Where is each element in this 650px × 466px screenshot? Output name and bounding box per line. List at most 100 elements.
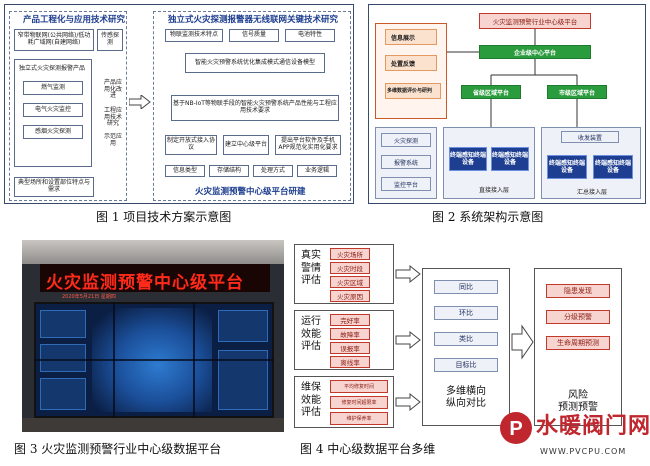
- fig2-left-item-2-label: 处置反馈: [391, 61, 416, 68]
- fig1-top-title: 独立式火灾探测报警器无线联网关键技术研究: [168, 15, 339, 25]
- fig1-left-title: 产品工程化与应用技术研究: [23, 15, 126, 25]
- fig4-compare-panel: [422, 268, 510, 426]
- fig3-ceiling: [22, 240, 284, 264]
- fig4-compare-item: 类比: [434, 332, 498, 346]
- fig4-group-item: 火灾区域: [330, 276, 370, 288]
- fig2-lower-left-1: 火灾探测: [381, 133, 431, 147]
- fig1-bottom-row2-2: 存储结构: [209, 165, 249, 177]
- fig4-arrow-to-risk: [511, 324, 534, 360]
- fig4-group-frame: [294, 244, 394, 304]
- fig1-bottom-title: 火灾监测预警中心级平台研建: [195, 187, 306, 197]
- fig2-aggregate-layer: 汇总接入层: [577, 189, 608, 196]
- fig2-aggregate-device-1: 终端感知终端设备: [547, 155, 587, 179]
- fig4-compare-item: 环比: [434, 306, 498, 320]
- fig1-left-item-2: 电气火灾监控: [23, 103, 83, 117]
- fig4-group-item: 维护保养率: [330, 412, 388, 425]
- fig4-risk-item: 分级预警: [546, 310, 610, 324]
- fig2-connectors: [447, 29, 578, 127]
- fig1-top-row-2: 信号质量: [229, 29, 279, 42]
- fig2-caption: 图 2 系统架构示意图: [432, 210, 544, 224]
- fig4-risk-item: 隐患发现: [546, 284, 610, 298]
- fig2-direct-device-1: 终端感知终端设备: [449, 147, 487, 171]
- fig4-group-item: 误报率: [330, 342, 370, 354]
- fig2-top-platform: 火灾监测预警行业中心级平台: [479, 13, 591, 29]
- fig2-left-item-1-label: 信息展示: [391, 35, 416, 42]
- watermark-logo-icon: P: [500, 412, 532, 444]
- fig2-left-item-1: [385, 29, 437, 45]
- fig1-caption: 图 1 项目技术方案示意图: [96, 210, 232, 224]
- fig2-city-platform: 市级区域平台: [547, 85, 607, 99]
- fig1-mid-item-1: 产品应用化改进: [101, 77, 125, 103]
- fig1-bottom-row2-1: 信息类型: [165, 165, 205, 177]
- fig1-mid-item-2: 工程应用技术研究: [101, 105, 125, 131]
- fig1-bottom-row-2: 建立中心级平台: [223, 135, 269, 155]
- fig1-product-group: [14, 59, 92, 167]
- fig1-left-panel: [9, 11, 127, 201]
- fig2-left-item-2: [385, 55, 437, 71]
- fig4-group-title: 运行 效能 评估: [301, 316, 321, 352]
- figure-3-photo: 火灾监测预警中心级平台 2020年5月21日 星期四: [22, 240, 284, 432]
- fig4-caption: 图 4 中心级数据平台多维: [300, 442, 436, 456]
- fig4-group-item: 火灾原因: [330, 290, 370, 302]
- fig1-sensing-box: 传感探测: [97, 29, 123, 51]
- fig2-left-item-3-label: 多维数据评价与研判: [387, 88, 433, 94]
- fig1-model-box: 智能火灾预警系统优化集成模式通信设备模型: [185, 53, 325, 73]
- fig3-desk: [22, 418, 284, 432]
- fig3-panel-left-mid: [40, 344, 86, 372]
- fig1-bottom-row-1: 制定开放式接入协议: [165, 135, 217, 155]
- fig1-product-label: 独立式火灾探测报警产品: [19, 65, 86, 72]
- fig2-direct-device-2: 终端感知终端设备: [491, 147, 529, 171]
- fig4-arrow: [395, 330, 421, 350]
- fig1-bottom-row2-4: 业务逻辑: [297, 165, 337, 177]
- fig4-group-item: 平均修复时间: [330, 380, 388, 393]
- fig4-compare-item: 目标比: [434, 358, 498, 372]
- fig4-group-title: 维保 效能 评估: [301, 382, 321, 418]
- fig1-arrow: [129, 95, 151, 109]
- fig4-arrows: [395, 264, 534, 412]
- fig3-clock-text: 2020年5月21日 星期四: [62, 294, 116, 300]
- fig1-top-row-1: 物联监测技术特点: [165, 29, 223, 42]
- fig2-provincial-platform: 省级区域平台: [461, 85, 521, 99]
- fig4-group-item: 离线率: [330, 356, 370, 368]
- fig4-group-item: 火灾场所: [330, 248, 370, 260]
- fig4-group-title: 真实 警情 评估: [301, 250, 321, 286]
- fig3-led-banner: [40, 264, 270, 292]
- fig2-lower-left-2: 报警系统: [381, 155, 431, 169]
- fig4-group-item: 修复时间超限率: [330, 396, 388, 409]
- fig4-risk-title: 风险 预测预警: [558, 390, 598, 413]
- fig2-collector: 收发装置: [561, 131, 619, 143]
- fig1-mid-item-3: 示范应用: [101, 133, 125, 149]
- figure-2-architecture: 火灾监测预警行业中心级平台 信息展示 处置反馈 多维数据评价与研判 企业级中心平…: [368, 4, 646, 204]
- figure-1-project-scheme: 产品工程化与应用技术研究 窄带物联网(公共网络)/低功耗广域网(自建网络) 传感…: [4, 4, 354, 204]
- fig4-group-frame: [294, 376, 394, 428]
- fig1-network-box: 窄带物联网(公共网络)/低功耗广域网(自建网络): [14, 29, 94, 51]
- fig1-site-box: 典型场所和设置部位特点与需求: [14, 177, 94, 197]
- watermark-text-cn: 水暖阀门网: [536, 414, 650, 439]
- watermark-letter: P: [509, 418, 522, 440]
- fig2-aggregate-device-2: 终端感知终端设备: [593, 155, 633, 179]
- figure-4-comparison: 真实 警情 评估火灾场所火灾时段火灾区域火灾原因运行 效能 评估完好率故障率误报…: [290, 240, 646, 436]
- fig4-compare-title: 多维横向 纵向对比: [446, 386, 486, 409]
- fig1-right-panel: [153, 11, 351, 201]
- fig2-left-item-3: [385, 83, 441, 99]
- fig2-lower-left-3: 监控平台: [381, 177, 431, 191]
- fig3-panel-right-top: [218, 310, 268, 342]
- fig1-bottom-row2-3: 处理方式: [253, 165, 293, 177]
- fig3-panel-left-bot: [40, 378, 86, 410]
- fig2-direct-layer: 直接接入层: [479, 187, 510, 194]
- fig4-group-item: 完好率: [330, 314, 370, 326]
- fig4-arrow: [395, 264, 421, 284]
- fig2-enterprise-platform: 企业级中心平台: [479, 45, 591, 59]
- fig3-banner-text: 火灾监测预警中心级平台: [46, 273, 244, 293]
- fig1-center-box: 基于NB-IoT等物联手段的智能火灾预警系统产品性能与工程应用技术要求: [171, 95, 339, 121]
- fig4-arrow: [395, 392, 421, 412]
- fig3-panel-left-top: [40, 310, 86, 338]
- fig4-risk-panel: [534, 268, 622, 426]
- fig4-group-item: 火灾时段: [330, 262, 370, 274]
- fig1-bottom-row-3: 提出平台软件及手机APP规范化实用化要求: [275, 135, 341, 155]
- fig4-group-item: 故障率: [330, 328, 370, 340]
- fig3-wall-grid: [34, 302, 274, 418]
- fig3-caption: 图 3 火灾监测预警行业中心级数据平台: [14, 442, 222, 456]
- fig4-compare-item: 同比: [434, 280, 498, 294]
- fig1-top-row-3: 电池特性: [285, 29, 335, 42]
